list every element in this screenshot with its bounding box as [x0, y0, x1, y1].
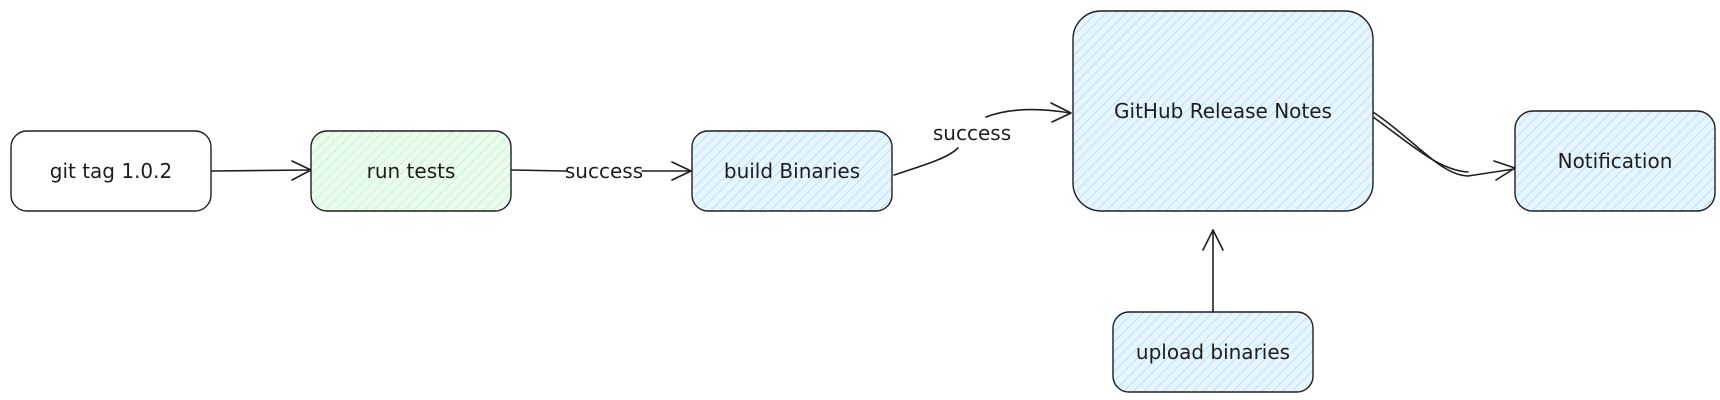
- node-box: [10, 130, 212, 212]
- edge-line: [1372, 116, 1469, 173]
- edge-line: [1372, 111, 1515, 177]
- node-release-notes[interactable]: GitHub Release Notes: [1072, 10, 1374, 212]
- edge-line: [510, 169, 567, 172]
- node-label: run tests: [367, 159, 456, 183]
- node-label: upload binaries: [1136, 340, 1290, 364]
- node-box: [1112, 311, 1314, 393]
- node-label: Notification: [1558, 149, 1673, 173]
- edge-upload-binaries-to-release-notes: [1202, 229, 1224, 313]
- node-label: build Binaries: [724, 159, 860, 183]
- node-upload-binaries[interactable]: upload binaries: [1112, 311, 1314, 393]
- arrowhead-icon: [1202, 229, 1224, 251]
- edge-label-success: success: [933, 121, 1011, 145]
- node-box: [310, 130, 512, 212]
- edge-build-binaries-to-release-notes: success: [893, 102, 1072, 176]
- node-box: [1072, 10, 1374, 212]
- node-notification[interactable]: Notification: [1514, 110, 1716, 212]
- edge-release-notes-to-notification: [1372, 111, 1516, 181]
- node-git-tag[interactable]: git tag 1.0.2: [10, 130, 212, 212]
- arrowhead-icon: [671, 161, 692, 181]
- edge-line: [210, 169, 311, 172]
- node-label: GitHub Release Notes: [1114, 99, 1332, 123]
- edge-label-success: success: [565, 159, 643, 183]
- arrowhead-icon: [1050, 102, 1072, 123]
- edge-line: [985, 108, 1071, 118]
- edge-git-tag-to-run-tests: [210, 160, 312, 181]
- edge-run-tests-to-build-binaries: success: [510, 159, 692, 183]
- node-run-tests[interactable]: run tests: [310, 130, 512, 212]
- node-box: [691, 130, 893, 212]
- node-build-binaries[interactable]: build Binaries: [691, 130, 893, 212]
- edge-line: [893, 147, 959, 176]
- node-label: git tag 1.0.2: [50, 159, 173, 183]
- node-box: [1514, 110, 1716, 212]
